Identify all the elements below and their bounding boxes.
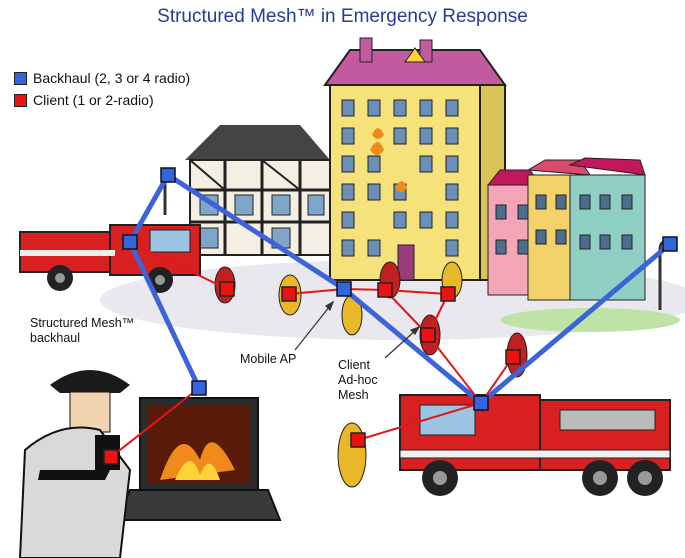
label-backhaul: Structured Mesh™ backhaul	[30, 316, 135, 345]
legend-item-backhaul: Backhaul (2, 3 or 4 radio)	[14, 70, 190, 86]
legend-swatch-blue	[14, 71, 27, 85]
legend-label-client: Client (1 or 2-radio)	[33, 92, 154, 108]
burning-building	[323, 37, 507, 281]
legend-swatch-red	[14, 93, 27, 107]
callout-pointers	[294, 300, 421, 359]
backhaul-nodes	[122, 167, 678, 411]
fire-truck-left	[19, 224, 201, 293]
tudor-building	[185, 125, 331, 256]
backhaul-links	[127, 172, 673, 406]
grass-patch	[500, 308, 680, 332]
client-nodes	[103, 281, 521, 465]
legend-item-client: Client (1 or 2-radio)	[14, 92, 154, 108]
label-mobile-ap: Mobile AP	[240, 352, 297, 366]
fire-truck-right	[399, 394, 671, 496]
laptop	[116, 397, 282, 521]
diagram-title: Structured Mesh™ in Emergency Response	[157, 6, 528, 27]
label-client-mesh: Client Ad-hoc Mesh	[338, 358, 378, 402]
legend-label-backhaul: Backhaul (2, 3 or 4 radio)	[33, 70, 191, 86]
row-houses	[486, 157, 646, 301]
